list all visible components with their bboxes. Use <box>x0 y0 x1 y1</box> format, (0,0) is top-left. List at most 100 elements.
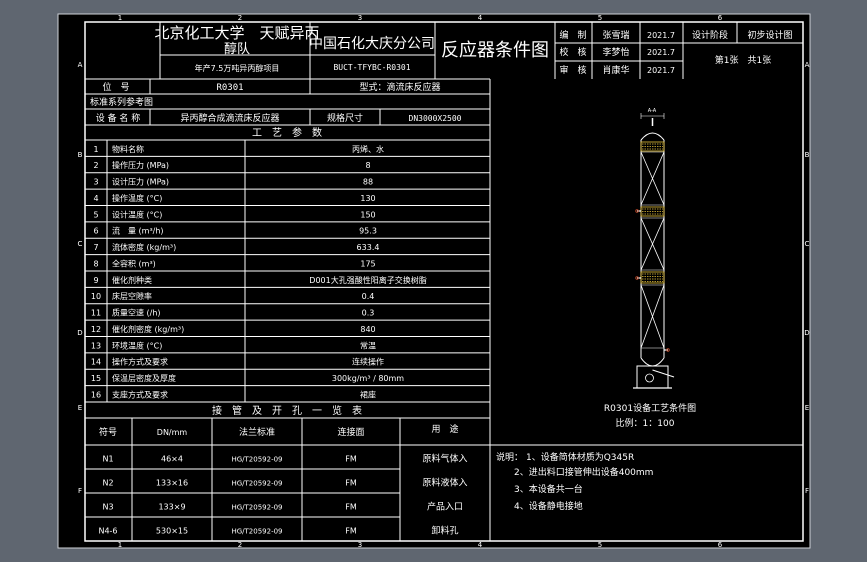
nozzle-dn: 133×16 <box>156 478 188 487</box>
design-stage-label: 设计阶段 <box>692 29 728 41</box>
nozzle-flange <box>666 348 670 352</box>
param-value: 840 <box>360 325 375 334</box>
drawing-caption: R0301设备工艺条件图 <box>604 402 696 414</box>
param-name: 支座方式及要求 <box>112 389 168 399</box>
param-no: 5 <box>93 210 98 219</box>
param-name: 物料名称 <box>112 144 144 154</box>
bed-brace <box>640 151 665 206</box>
distributor-band <box>640 141 665 152</box>
param-value: 633.4 <box>357 243 380 252</box>
border-col-mark: 6 <box>718 541 723 549</box>
param-name: 流 量 (m³/h) <box>112 226 164 236</box>
nozzle-header-face: 连接面 <box>337 426 364 438</box>
param-name: 操作方式及要求 <box>112 357 168 367</box>
nozzle-dn: 133×9 <box>158 502 185 511</box>
border-col-mark: 5 <box>598 14 602 22</box>
param-value: 130 <box>360 194 375 203</box>
role-name-3: 肖康华 <box>602 64 629 76</box>
nozzle-use: 卸料孔 <box>431 524 458 536</box>
param-name: 操作压力 (MPa) <box>112 160 169 170</box>
border-col-mark: 3 <box>358 541 362 549</box>
border-col-mark: 4 <box>478 541 483 549</box>
title-block-frame <box>159 22 803 79</box>
nozzle-code: N4-6 <box>98 526 117 535</box>
param-no: 12 <box>91 325 101 334</box>
border-row-mark: D <box>77 329 82 337</box>
nozzle-face: FM <box>345 478 357 487</box>
role-date-2: 2021.7 <box>647 48 675 57</box>
note-item-1: 1、设备简体材质为Q345R <box>526 451 634 463</box>
equipment-name-value: 异丙醇合成滴流床反应器 <box>180 112 279 124</box>
param-no: 9 <box>93 276 98 285</box>
project-name: 年产7.5万吨异丙醇项目 <box>195 63 280 73</box>
size-value: DN3000X2500 <box>409 114 462 123</box>
param-value: 裙座 <box>360 389 376 399</box>
nozzle-face: FM <box>345 502 357 511</box>
param-value: 300kg/m³ / 80mm <box>332 374 404 383</box>
nozzle-flange <box>635 276 639 280</box>
border-row-mark: C <box>805 240 810 248</box>
company-name: 中国石化大庆分公司 <box>309 36 435 52</box>
sheet-info: 第1张 共1张 <box>715 54 771 66</box>
param-value: 88 <box>363 178 373 187</box>
border-row-mark: A <box>78 61 83 69</box>
nozzle-table-heading: 接 管 及 开 孔 一 览 表 <box>212 404 362 417</box>
param-name: 设计压力 (MPa) <box>112 177 169 187</box>
tag-label: 位 号 <box>102 81 129 93</box>
border-row-mark: E <box>805 404 809 412</box>
note-item-4: 4、设备静电接地 <box>514 500 583 512</box>
param-name: 环境温度 (°C) <box>112 340 162 350</box>
bed-brace <box>640 217 665 271</box>
university-name: 北京化工大学 天赋异丙 <box>154 24 319 42</box>
param-name: 催化剂种类 <box>112 275 152 285</box>
border-row-mark: E <box>78 404 82 412</box>
param-value: 0.4 <box>362 292 375 301</box>
reactor-type: 型式：滴流床反应器 <box>359 81 440 93</box>
param-no: 7 <box>93 243 98 252</box>
param-name: 全容积 (m³) <box>112 258 156 268</box>
border-col-mark: 3 <box>358 14 362 22</box>
border-row-mark: D <box>804 329 809 337</box>
role-label-2: 校 核 <box>559 46 586 58</box>
param-no: 3 <box>93 178 98 187</box>
param-name: 床层空隙率 <box>112 291 152 301</box>
sheet-outer-border <box>57 13 811 549</box>
role-date-3: 2021.7 <box>647 66 675 75</box>
border-col-mark: 4 <box>478 14 483 22</box>
param-value: D001大孔强酸性阳离子交换树脂 <box>309 275 426 285</box>
param-value: 95.3 <box>359 227 377 236</box>
border-col-mark: 2 <box>238 541 242 549</box>
param-no: 15 <box>91 374 101 383</box>
note-item-2: 2、进出料口接管伸出设备400mm <box>514 466 653 478</box>
role-date-1: 2021.7 <box>647 31 675 40</box>
param-name: 操作温度 (°C) <box>112 193 162 203</box>
param-name: 流体密度 (kg/m³) <box>112 242 176 252</box>
role-label-1: 编 制 <box>559 29 586 41</box>
param-name: 催化剂密度 (kg/m³) <box>112 324 184 334</box>
border-row-mark: B <box>78 151 83 159</box>
drawing-title: 反应器条件图 <box>441 40 549 61</box>
bottom-outlet-pipe <box>652 369 675 378</box>
nozzle-dn: 530×15 <box>156 526 188 535</box>
sheet-inner-frame <box>84 21 804 542</box>
reactor-vessel-drawing <box>633 113 675 389</box>
nozzle-face: FM <box>345 454 357 463</box>
nozzle-code: N2 <box>102 478 113 487</box>
standard-reference: 标准系列参考图 <box>90 96 153 108</box>
process-params-heading: 工 艺 参 数 <box>252 126 322 139</box>
nozzle-header-dn: DN/mm <box>157 428 188 437</box>
tag-value: R0301 <box>216 83 243 93</box>
param-no: 8 <box>93 259 98 268</box>
nozzle-dn: 46×4 <box>161 454 183 463</box>
note-item-3: 3、本设备共一台 <box>514 483 583 495</box>
param-value: 150 <box>360 210 375 219</box>
nozzle-standard: HG/T20592-09 <box>231 527 282 535</box>
nozzle-standard: HG/T20592-09 <box>231 503 282 511</box>
nozzle-use: 产品入口 <box>427 500 463 512</box>
nozzle-header-code: 符号 <box>99 426 117 438</box>
param-no: 2 <box>93 161 98 170</box>
param-value: 常温 <box>360 341 376 350</box>
vessel-dimension-label: A-A <box>648 108 657 114</box>
